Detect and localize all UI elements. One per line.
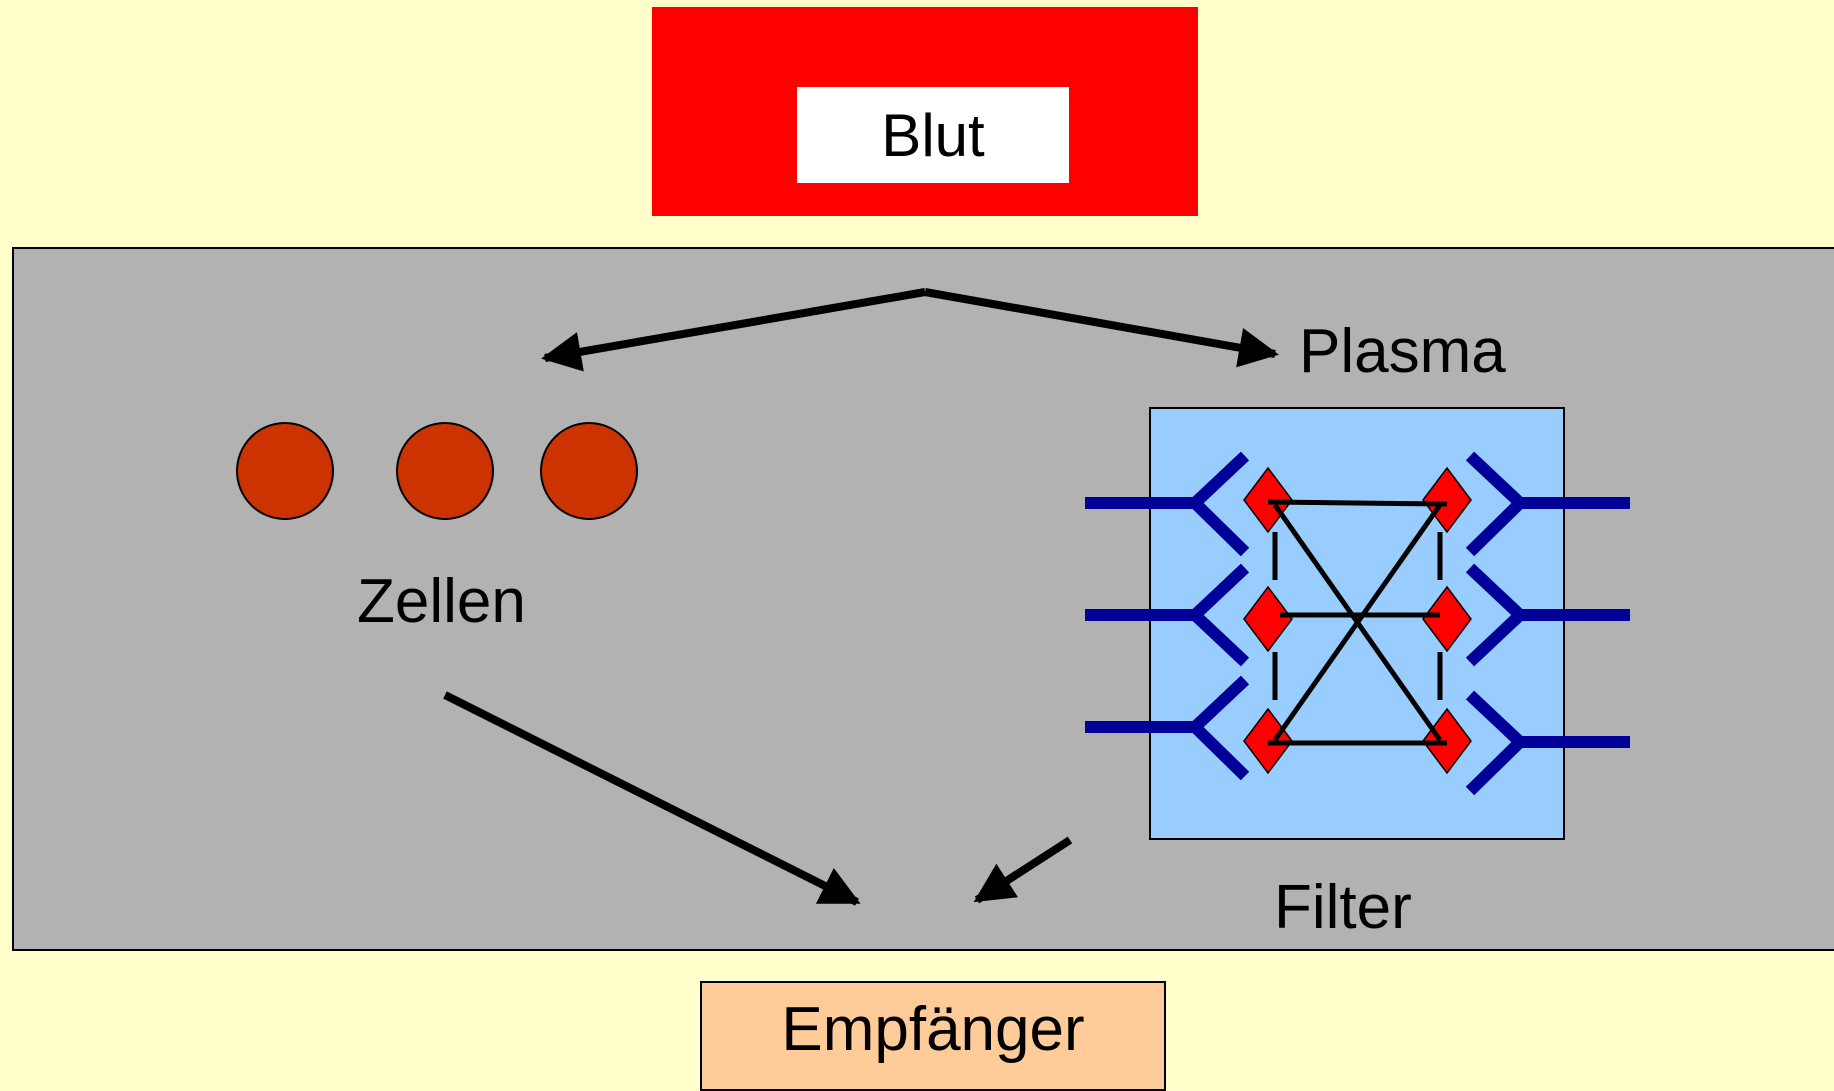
y-shaped-antibody-icon: [1085, 563, 1250, 667]
y-shaped-antibody-icon: [1085, 451, 1250, 557]
blood-cell-icon: [236, 422, 334, 520]
y-shaped-antibody-icon: [1085, 675, 1250, 781]
split-arrow-to-cells: [541, 288, 926, 372]
blood-cell-icon: [396, 422, 494, 520]
cells-label: Zellen: [357, 567, 526, 636]
blood-box: Blut: [652, 7, 1198, 216]
antibodies-left: [1085, 451, 1250, 781]
blood-cell-icon: [540, 422, 638, 520]
filter-label: Filter: [1274, 873, 1412, 942]
y-shaped-antibody-icon: [1465, 451, 1630, 557]
antibodies-right: [1465, 451, 1630, 796]
recipient-label: Empfänger: [781, 994, 1085, 1064]
split-arrow-to-plasma: [924, 288, 1279, 368]
blood-label: Blut: [797, 87, 1069, 183]
arrow-filter-to-recipient: [973, 836, 1073, 904]
diamond-antigen-icon: [1243, 585, 1293, 653]
y-shaped-antibody-icon: [1465, 690, 1630, 796]
diamond-antigen-icon: [1422, 585, 1472, 653]
crosslink-network: [1267, 499, 1448, 746]
y-shaped-antibody-icon: [1465, 563, 1630, 667]
plasma-label: Plasma: [1299, 317, 1506, 386]
arrow-cells-to-recipient: [443, 691, 861, 906]
